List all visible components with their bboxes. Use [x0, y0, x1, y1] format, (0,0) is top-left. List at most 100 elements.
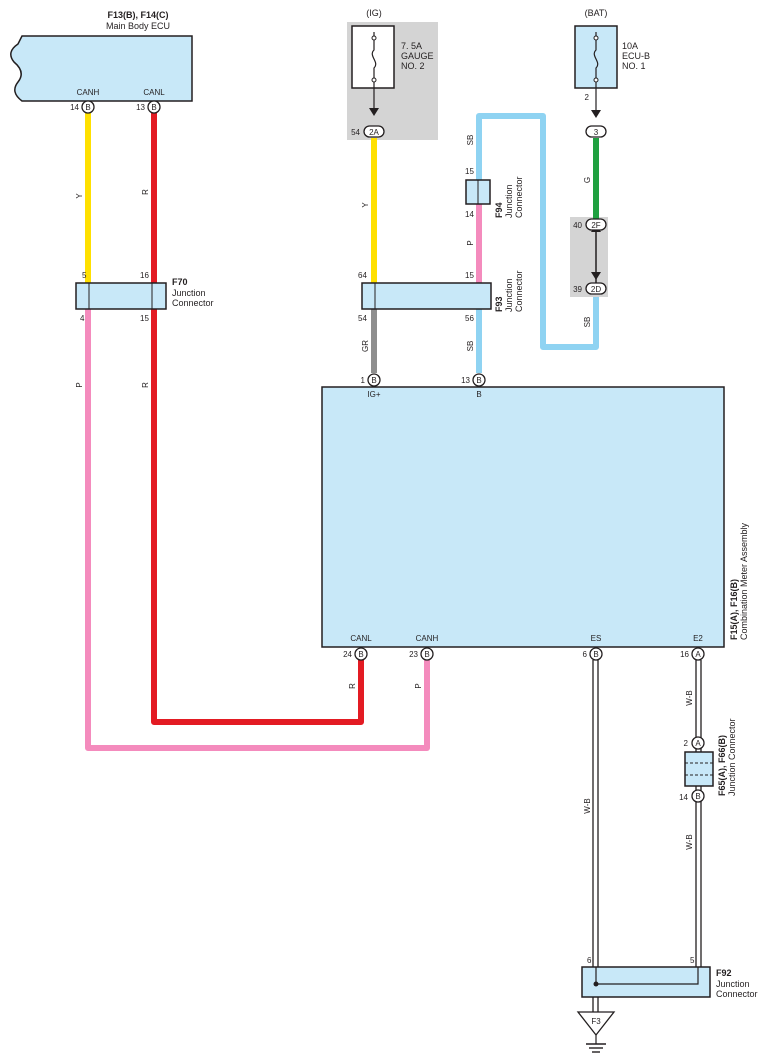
fuse-element-icon [371, 32, 377, 108]
pin-badge-ecu-canl [147, 100, 161, 114]
f94-name2: Connector [514, 176, 524, 218]
meter-pin-e2-label: E2 [693, 634, 703, 643]
ground-f3: F3 [576, 1011, 616, 1053]
wire-code-wb: W-B [685, 690, 694, 705]
ground-triangle-icon [576, 1011, 616, 1037]
pin-badge-meter-e2-pin: 16 [680, 650, 689, 659]
f92-junction-connector: 6 5 F92 Junction Connector [581, 956, 758, 999]
pin-badge-meter-canl-conn: B [358, 650, 363, 659]
ig-fuse-rating: 7. 5A [401, 41, 422, 51]
pin-badge-meter-b-conn: B [476, 376, 481, 385]
f92-internal-bus [595, 967, 699, 985]
f70-pin-in-left: 5 [82, 271, 87, 280]
f93-pin-out-left: 54 [358, 314, 367, 323]
f65-f66-box [684, 751, 714, 787]
wire-code-g: G [583, 177, 592, 183]
main-body-ecu-name: Main Body ECU [106, 21, 170, 31]
arrow-down-icon [591, 272, 601, 280]
pin-badge-meter-e2 [691, 647, 705, 661]
wire-code-sb: SB [466, 341, 475, 352]
wire-code-y: Y [361, 202, 370, 208]
pin-badge-bat-3-conn: 3 [594, 128, 599, 137]
f70-junction-connector: 5 16 4 15 F70 Junction Connector [75, 271, 214, 323]
fuse-terminal-icon [371, 77, 377, 83]
bat-fuse-name1: ECU-B [622, 51, 650, 61]
wire-code-r: R [141, 189, 150, 195]
f65-f66-pin-top: 2 [684, 739, 689, 748]
f93-box [361, 282, 492, 310]
wire-code-p: P [75, 382, 84, 387]
wire-code-r: R [348, 683, 357, 689]
combination-meter-assembly: IG+ B CANL CANH ES E2 F15(A), F16(B) Com… [321, 386, 749, 648]
wires [85, 113, 702, 1012]
wire-code-wb: W-B [583, 798, 592, 813]
f70-pin-out-right: 15 [140, 314, 149, 323]
pin-badge-meter-b [472, 373, 486, 387]
connector-2d-badge [585, 282, 607, 295]
f93-name2: Connector [514, 270, 524, 312]
ground-id: F3 [591, 1017, 601, 1026]
arrow-down-icon [369, 108, 379, 116]
f94-id: F94 [494, 202, 504, 218]
f70-name1: Junction [172, 288, 206, 298]
pin-badge-meter-b-pin: 13 [461, 376, 470, 385]
pin-badge-meter-es-pin: 6 [583, 650, 588, 659]
meter-pin-ig-label: IG+ [367, 390, 380, 399]
f92-id: F92 [716, 968, 732, 978]
pin-badge-meter-canh [420, 647, 434, 661]
ecu-canh-label: CANH [77, 88, 100, 97]
pin-badge-meter-es-conn: B [593, 650, 598, 659]
pin-badge-ecu-canl-conn: B [151, 103, 156, 112]
wire-code-p: P [466, 240, 475, 245]
pin-badge-meter-es [589, 647, 603, 661]
combination-meter-name: Combination Meter Assembly [739, 522, 749, 640]
pin-badges: B 14 B 13 2A 54 3 B 1 B 13 B 24 B 23 B 6… [70, 100, 705, 803]
wire-code-sb: SB [583, 317, 592, 328]
pin-badge-f65-conn: A [695, 739, 701, 748]
wire-code-gr: GR [361, 340, 370, 352]
wire-code-wb: W-B [685, 834, 694, 849]
main-body-ecu: F13(B), F14(C) Main Body ECU CANH CANL [10, 10, 193, 102]
f70-pin-in-right: 16 [140, 271, 149, 280]
main-body-ecu-id: F13(B), F14(C) [107, 10, 168, 20]
wire-sb-loop [476, 113, 599, 350]
wire-code-r: R [141, 382, 150, 388]
ig-fuse-name1: GAUGE [401, 51, 434, 61]
fuse-element-icon [593, 32, 599, 88]
f92-name2: Connector [716, 989, 758, 999]
pin-badge-ecu-canl-pin: 13 [136, 103, 145, 112]
ecu-canl-label: CANL [143, 88, 165, 97]
ig-source-label: (IG) [366, 8, 382, 18]
pin-badge-meter-canh-pin: 23 [409, 650, 418, 659]
pin-badge-meter-canl [354, 647, 368, 661]
meter-pin-es-label: ES [591, 634, 602, 643]
f70-pin-out-left: 4 [80, 314, 85, 323]
bat-source-label: (BAT) [585, 8, 608, 18]
combination-meter-box [321, 386, 725, 648]
inline-connector-2f-2d: 2F 40 2D 39 [573, 218, 607, 295]
f93-junction-connector: 64 15 54 56 F93 Junction Connector [358, 270, 524, 323]
f92-box [581, 966, 711, 998]
f92-pin-left: 6 [587, 956, 592, 965]
fuse-terminal-icon [371, 35, 377, 41]
ig-fuse-name2: NO. 2 [401, 61, 425, 71]
wire-codes: Y R P R Y GR SB P SB G SB R P W-B W-B W-… [75, 135, 694, 850]
f94-pin-bottom: 14 [465, 210, 474, 219]
pin-badge-f66 [691, 789, 705, 803]
pin-badge-ecu-canh [81, 100, 95, 114]
f93-id: F93 [494, 296, 504, 312]
wire-code-p: P [414, 683, 423, 688]
pin-badge-meter-ig [367, 373, 381, 387]
wire-canh-pink [85, 309, 430, 751]
f65-f66-name: Junction Connector [727, 718, 737, 796]
combination-meter-id: F15(A), F16(B) [729, 579, 739, 640]
pin-badge-meter-canl-pin: 24 [343, 650, 352, 659]
fuse-terminal-icon [593, 35, 599, 41]
f70-box [75, 282, 167, 310]
f93-pin-in-left: 64 [358, 271, 367, 280]
bat-fuse-pin: 2 [585, 93, 590, 102]
f94-pin-top: 15 [465, 167, 474, 176]
f93-pin-out-right: 56 [465, 314, 474, 323]
pin-badge-ecu-canh-conn: B [85, 103, 90, 112]
